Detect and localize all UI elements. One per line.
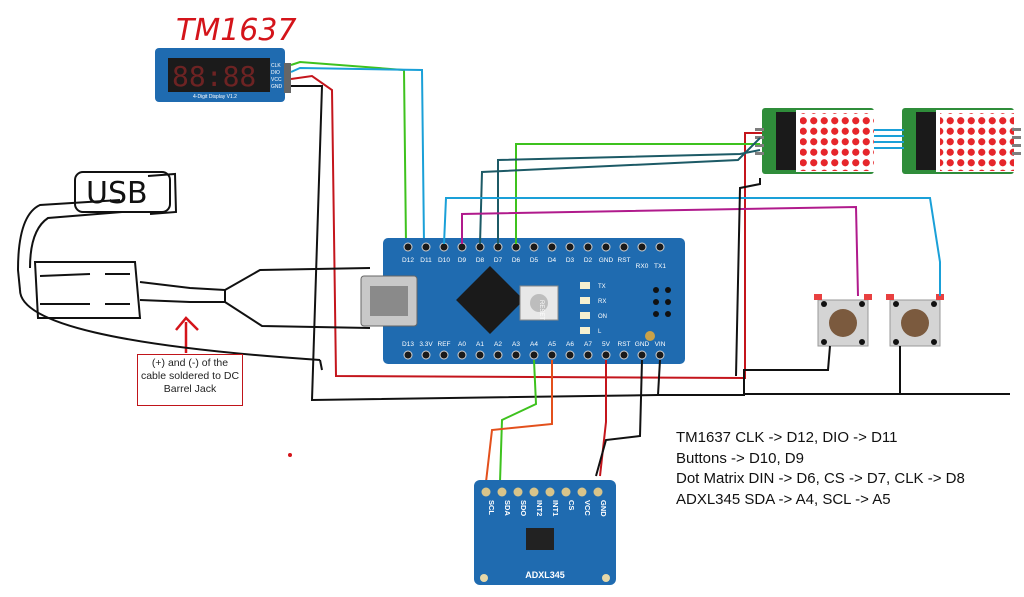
nano-pin-gnd-bottom: GND — [635, 341, 650, 348]
adxl-pin-vcc: VCC — [583, 500, 592, 516]
nano-pin-d9: D9 — [458, 257, 467, 264]
nano-pin-a2: A2 — [494, 341, 502, 348]
adxl-pin-int2: INT2 — [535, 500, 544, 516]
nano-pin-d6: D6 — [512, 257, 521, 264]
nano-pin-d4: D4 — [548, 257, 557, 264]
nano-led-rx: RX — [598, 299, 606, 305]
dot-matrix-link-wires — [874, 129, 904, 149]
nano-pin-d3: D3 — [566, 257, 575, 264]
nano-pin-rst-bottom: RST — [618, 341, 631, 348]
nano-led-tx: TX — [598, 284, 606, 290]
note-buttons: Buttons -> D10, D9 — [676, 449, 804, 467]
dot-matrix-module-1 — [755, 108, 876, 174]
nano-pin-3v3: 3.3V — [419, 341, 433, 348]
nano-peripheral-wires — [19, 137, 1010, 483]
nano-pin-a6: A6 — [566, 341, 574, 348]
adxl-pin-scl: SCL — [487, 500, 496, 515]
nano-pin-tx1: TX1 — [654, 263, 666, 270]
tm1637-pin-vcc: VCC — [271, 77, 282, 83]
nano-pin-rst-top: RST — [618, 257, 631, 264]
note-dot-matrix: Dot Matrix DIN -> D6, CS -> D7, CLK -> D… — [676, 470, 965, 487]
nano-pin-d13: D13 — [402, 341, 414, 348]
nano-pin-a5: A5 — [548, 341, 556, 348]
usb-label: USB — [86, 176, 148, 211]
tm1637-title: TM1637 — [176, 13, 297, 48]
nano-pin-a1: A1 — [476, 341, 484, 348]
nano-pin-a7: A7 — [584, 341, 592, 348]
nano-reset-label: RESET — [538, 300, 544, 320]
nano-pin-gnd-top: GND — [599, 257, 614, 264]
nano-pin-a4: A4 — [530, 341, 538, 348]
arduino-nano-board: RESET TX RX ON L D12 D11 D10 D9 D — [360, 238, 685, 364]
nano-pin-d2: D2 — [584, 257, 593, 264]
nano-pin-5v: 5V — [602, 341, 611, 348]
nano-pin-d8: D8 — [476, 257, 485, 264]
adxl-pin-sda: SDA — [503, 500, 512, 516]
tm1637-display-module: 88:88 4-Digit Display V1.2 CLK DIO VCC G… — [155, 48, 291, 102]
barrel-jack-callout: (+) and (-) of the cable soldered to DC … — [137, 354, 243, 406]
tm1637-pin-dio: DIO — [271, 70, 280, 76]
adxl345-module: ADXL345 — [474, 480, 616, 585]
usb-cable-sketch — [16, 171, 371, 329]
red-dot — [288, 453, 292, 457]
nano-bottom-header — [403, 350, 665, 360]
adxl345-name: ADXL345 — [525, 570, 565, 580]
push-button-1 — [814, 294, 872, 347]
push-button-2 — [886, 294, 944, 347]
nano-pin-a0: A0 — [458, 341, 466, 348]
adxl-pin-cs: CS — [567, 500, 576, 510]
wiring-notes: TM1637 CLK -> D12, DIO -> D11 Buttons ->… — [676, 428, 965, 510]
nano-pin-d11: D11 — [420, 257, 432, 264]
adxl-pin-int1: INT1 — [551, 500, 560, 516]
note-adxl345: ADXL345 SDA -> A4, SCL -> A5 — [676, 490, 891, 508]
tm1637-caption: 4-Digit Display V1.2 — [193, 94, 237, 100]
adxl-pin-sdo: SDO — [519, 500, 528, 516]
nano-pin-d12: D12 — [402, 257, 414, 264]
tm1637-pin-clk: CLK — [271, 63, 281, 69]
nano-pin-rx0: RX0 — [636, 263, 649, 270]
nano-pin-a3: A3 — [512, 341, 520, 348]
adxl-pin-gnd: GND — [599, 500, 608, 517]
nano-pin-ref: REF — [438, 341, 451, 348]
tm1637-pin-gnd: GND — [271, 84, 283, 90]
nano-pin-d10: D10 — [438, 257, 450, 264]
nano-led-l: L — [598, 329, 602, 335]
tm1637-digits: 88:88 — [172, 60, 256, 93]
nano-pin-d7: D7 — [494, 257, 503, 264]
nano-pin-d5: D5 — [530, 257, 539, 264]
note-tm1637: TM1637 CLK -> D12, DIO -> D11 — [676, 429, 898, 446]
nano-pin-vin: VIN — [655, 341, 666, 348]
dot-matrix-module-2 — [902, 108, 1021, 174]
nano-top-header — [403, 242, 665, 252]
tm1637-wires — [290, 60, 762, 402]
nano-led-on: ON — [598, 314, 607, 320]
